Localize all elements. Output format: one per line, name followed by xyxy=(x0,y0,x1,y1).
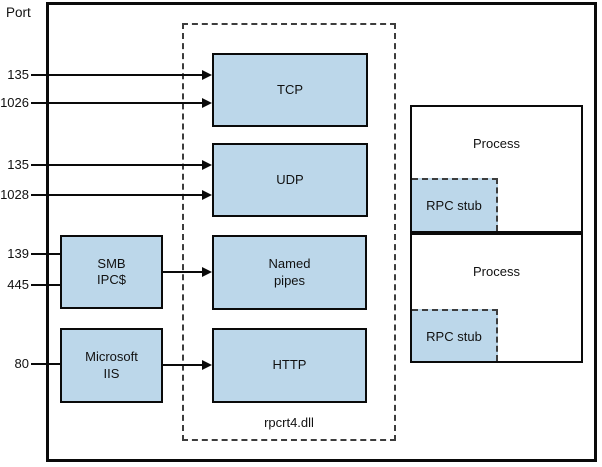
protocol-label-tcp: TCP xyxy=(277,81,303,97)
connector-line-1028-udp xyxy=(31,194,203,196)
gateway-label-smb-ipc: SMB IPC$ xyxy=(97,255,126,287)
connector-line-135-udp xyxy=(31,164,203,166)
gateway-box-microsoft-iis: Microsoft IIS xyxy=(60,328,163,403)
connector-line-1026-tcp xyxy=(31,102,203,104)
rpc-stub-box-2: RPC stub xyxy=(412,309,498,361)
port-number-139-smb: 139 xyxy=(7,246,29,261)
protocol-box-http: HTTP xyxy=(212,328,367,403)
connector-line-iis-http xyxy=(163,364,203,366)
connector-line-139-smb xyxy=(31,253,62,255)
arrowhead-icon xyxy=(202,190,212,200)
process-box-2: Process xyxy=(410,233,583,363)
port-number-80-iis: 80 xyxy=(14,356,29,371)
protocol-label-udp: UDP xyxy=(276,171,304,187)
gateway-box-smb-ipc: SMB IPC$ xyxy=(60,235,163,309)
arrowhead-icon xyxy=(202,70,212,80)
process-label-2: Process xyxy=(473,264,520,279)
rpcrt4-dll-label: rpcrt4.dll xyxy=(264,415,314,430)
connector-line-445-smb xyxy=(31,284,62,286)
port-number-445-smb: 445 xyxy=(7,277,29,292)
arrowhead-icon xyxy=(202,98,212,108)
rpc-stub-label-1: RPC stub xyxy=(426,198,482,213)
port-number-1028-udp: 1028 xyxy=(0,187,29,202)
arrowhead-icon xyxy=(202,360,212,370)
connector-line-smb-named-pipes xyxy=(163,271,203,273)
gateway-label-microsoft-iis: Microsoft IIS xyxy=(85,349,138,381)
protocol-label-named-pipes: Named pipes xyxy=(268,256,311,288)
port-number-135-tcp: 135 xyxy=(7,67,29,82)
arrowhead-icon xyxy=(202,160,212,170)
port-number-1026-tcp: 1026 xyxy=(0,95,29,110)
protocol-box-named-pipes: Named pipes xyxy=(212,235,367,310)
process-label-1: Process xyxy=(473,136,520,151)
rpc-stub-box-1: RPC stub xyxy=(412,178,498,231)
protocol-box-tcp: TCP xyxy=(212,53,368,127)
connector-line-80-iis xyxy=(31,363,62,365)
connector-line-135-tcp xyxy=(31,74,203,76)
rpcrt4-dll-box: rpcrt4.dll xyxy=(182,23,396,441)
port-axis-label: Port xyxy=(6,5,31,20)
arrowhead-icon xyxy=(202,267,212,277)
rpc-stub-label-2: RPC stub xyxy=(426,328,482,344)
protocol-box-udp: UDP xyxy=(212,143,368,217)
port-number-135-udp: 135 xyxy=(7,157,29,172)
protocol-label-http: HTTP xyxy=(272,357,307,373)
